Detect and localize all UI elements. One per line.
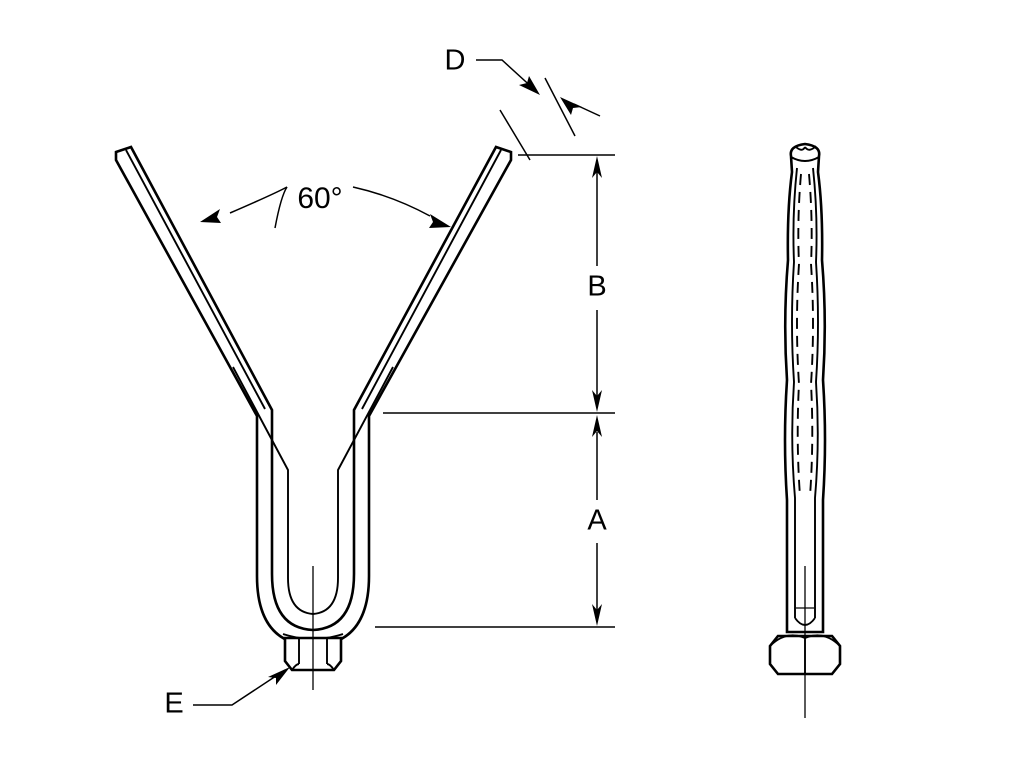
angle-label-60: 60° <box>297 182 342 215</box>
side-view-prong-edge-left <box>791 167 798 618</box>
dim-b-arrow-top <box>592 156 602 178</box>
dim-a-arrow-bottom <box>592 604 602 626</box>
angle-arrow-right <box>429 214 451 228</box>
dim-d-extension-outer <box>499 109 531 161</box>
callout-label-e: E <box>164 688 183 720</box>
dim-a-arrow-top <box>592 415 602 437</box>
dimension-b-group: B <box>383 154 615 414</box>
angle-arc-left-extend <box>229 186 288 214</box>
front-view <box>114 145 513 690</box>
dim-d-arrow-right <box>560 97 582 115</box>
dim-b-arrow-bottom <box>592 390 602 412</box>
side-view-prong-edge-right <box>812 167 819 618</box>
side-view-cap-rim <box>790 156 820 162</box>
dim-d-leader <box>476 59 537 92</box>
angle-arc-left <box>274 186 288 229</box>
angle-dimension-60: 60° <box>200 182 451 229</box>
callout-e-group: E <box>164 667 290 720</box>
fork-outer-profile <box>114 145 513 648</box>
dimension-d-group: D <box>445 45 601 161</box>
callout-e-arrow <box>268 667 290 685</box>
dim-label-b: B <box>587 271 606 303</box>
dim-d-extension-inner <box>544 77 576 137</box>
angle-arc-right <box>352 186 431 217</box>
hex-nut-side-chamfer-top-left <box>769 634 806 647</box>
side-view <box>768 142 842 718</box>
dim-label-d: D <box>445 45 466 77</box>
dim-label-a: A <box>587 505 607 537</box>
hex-nut-side-chamfer-top-right <box>804 634 841 647</box>
right-prong-tip-face <box>495 146 512 153</box>
side-view-outer-profile <box>783 142 827 634</box>
hex-nut-chamfer-arc-right <box>326 663 335 671</box>
angle-arrow-left <box>200 209 221 223</box>
callout-e-leader <box>193 669 286 706</box>
dim-d-arrow-left <box>519 76 540 95</box>
front-view-body-outline <box>114 145 513 648</box>
side-view-cap-crease-right <box>804 145 817 151</box>
hex-nut-chamfer-arc-left <box>291 663 300 671</box>
hex-nut-side <box>768 634 842 676</box>
left-prong-inner-edge <box>125 149 266 410</box>
left-prong-tip-face <box>115 146 132 153</box>
right-prong-inner-edge <box>361 149 502 410</box>
dimension-a-group: A <box>375 415 615 628</box>
